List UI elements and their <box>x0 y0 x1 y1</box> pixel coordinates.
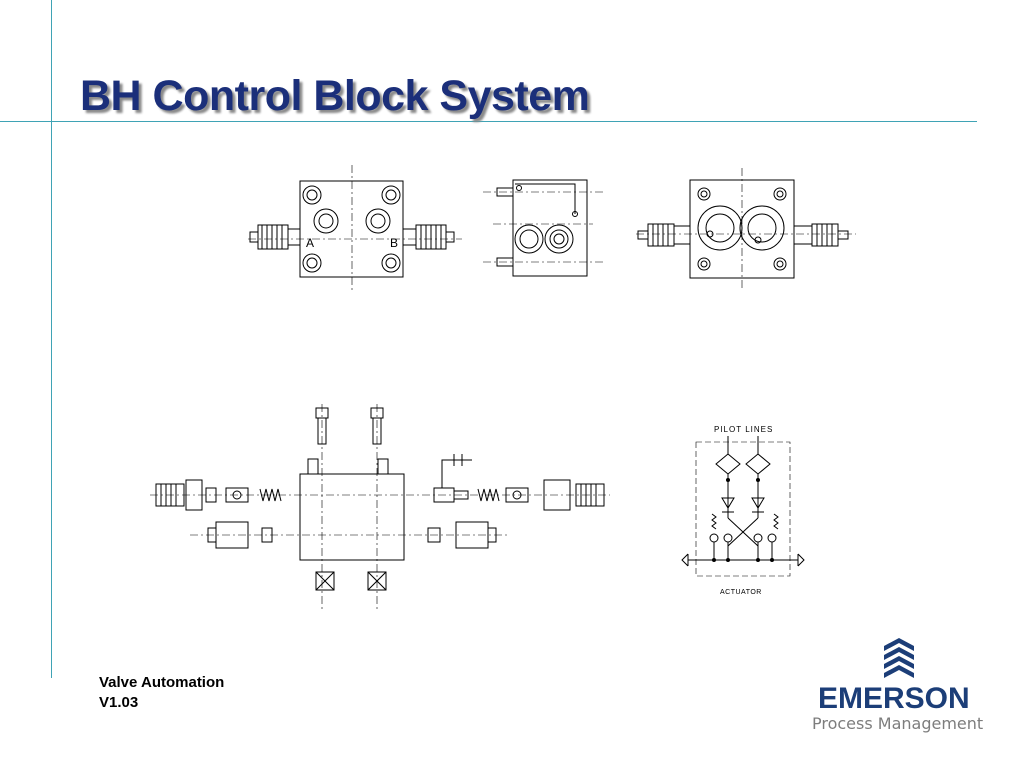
block-front-view: A B <box>248 165 462 291</box>
logo-tagline: Process Management <box>812 714 984 733</box>
logo-brand-text: EMERSON <box>818 682 970 715</box>
block-rear-view <box>636 168 856 288</box>
port-b-label: B <box>390 236 398 250</box>
exploded-assembly-view <box>150 404 610 609</box>
footer-line-1: Valve Automation <box>99 674 225 691</box>
actuator-label: ACTUATOR <box>720 589 762 596</box>
horizontal-rule <box>0 121 977 122</box>
port-a-label: A <box>306 236 314 250</box>
pilot-lines-label: PILOT LINES <box>714 425 773 434</box>
emerson-logo: EMERSON Process Management <box>812 638 992 738</box>
footer-line-2: V1.03 <box>99 694 139 711</box>
footer-caption: Valve Automation V1.03 <box>99 673 224 713</box>
vertical-rule <box>51 0 52 678</box>
slide-title: BH Control Block System <box>80 72 590 120</box>
emerson-chevron-icon <box>884 638 914 678</box>
block-side-view <box>483 179 603 277</box>
hydraulic-schematic: PILOT LINES ACTUATOR <box>681 425 805 596</box>
